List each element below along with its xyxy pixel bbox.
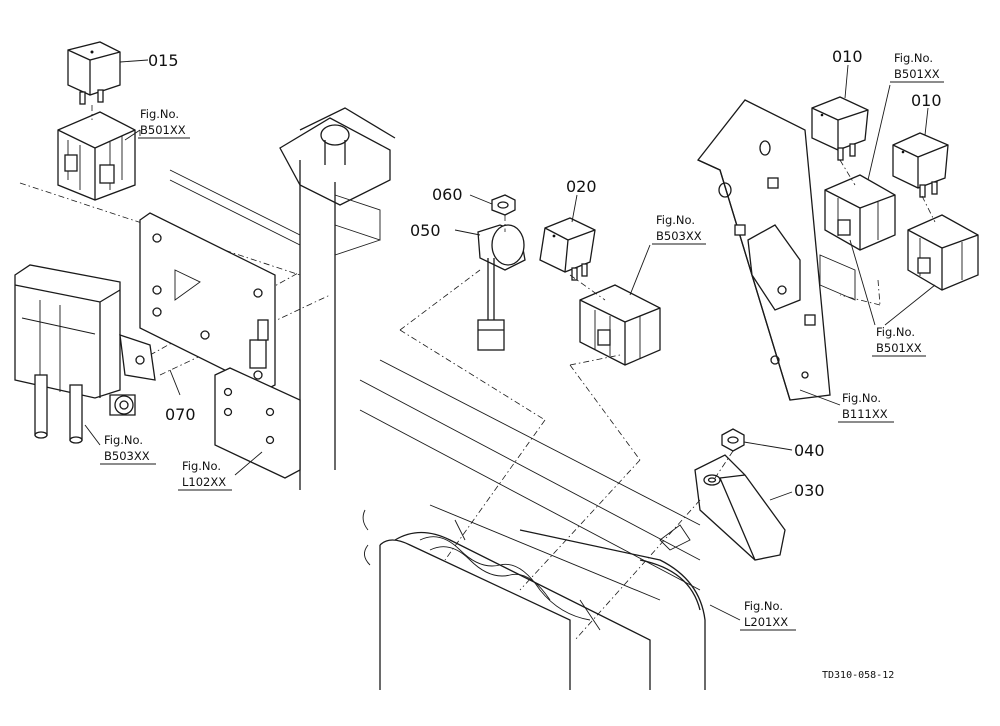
relay-015[interactable] (67, 41, 121, 105)
nut-040[interactable] (721, 428, 745, 452)
label-015: 015 (148, 51, 179, 70)
label-070: 070 (165, 405, 196, 424)
label-030: 030 (794, 481, 825, 500)
relay-020[interactable] (539, 217, 596, 281)
relay-socket-lower (907, 214, 979, 291)
relay-socket-015 (57, 111, 136, 201)
fig-prefix: Fig.No. (876, 325, 915, 339)
part-labels: 015 010 010 020 060 050 070 040 030 (148, 47, 942, 500)
relay-010-upper[interactable] (811, 96, 869, 161)
bracket-b111 (696, 99, 856, 401)
frame-structure (19, 107, 706, 690)
fig-prefix: Fig.No. (744, 599, 783, 613)
relay-socket-upper (824, 174, 896, 251)
bracket-030[interactable] (694, 454, 786, 561)
label-010-upper: 010 (832, 47, 863, 66)
mounting-plate-070[interactable] (139, 212, 276, 391)
drawing-code: TD310-058-12 (822, 670, 894, 681)
fig-prefix: Fig.No. (894, 51, 933, 65)
fig-prefix: Fig.No. (656, 213, 695, 227)
fig-ref-b501-top-left: B501XX (140, 123, 186, 137)
relay-010-lower[interactable] (892, 132, 949, 198)
label-020: 020 (566, 177, 597, 196)
fig-prefix: Fig.No. (182, 459, 221, 473)
fig-prefix: Fig.No. (842, 391, 881, 405)
figure-references: Fig.No. B501XX Fig.No. B501XX Fig.No. B5… (100, 51, 944, 631)
fig-prefix: Fig.No. (140, 107, 179, 121)
label-040: 040 (794, 441, 825, 460)
sensor-050[interactable] (477, 224, 526, 351)
leader-lines (84, 59, 936, 641)
bracket-l102 (214, 367, 301, 479)
fig-ref-b503-left: B503XX (104, 449, 150, 463)
relay-socket-020 (579, 284, 661, 366)
fig-ref-b501-top-right: B501XX (894, 67, 940, 81)
fig-ref-b501-bottom-right: B501XX (876, 341, 922, 355)
fig-prefix: Fig.No. (104, 433, 143, 447)
fig-ref-b111: B111XX (842, 407, 888, 421)
label-010-lower: 010 (911, 91, 942, 110)
nut-060[interactable] (491, 194, 516, 216)
fig-ref-l102: L102XX (182, 475, 226, 489)
fig-ref-b503-center: B503XX (656, 229, 702, 243)
large-relay-assembly (14, 264, 156, 444)
fig-ref-l201: L201XX (744, 615, 788, 629)
label-060: 060 (432, 185, 463, 204)
label-050: 050 (410, 221, 441, 240)
